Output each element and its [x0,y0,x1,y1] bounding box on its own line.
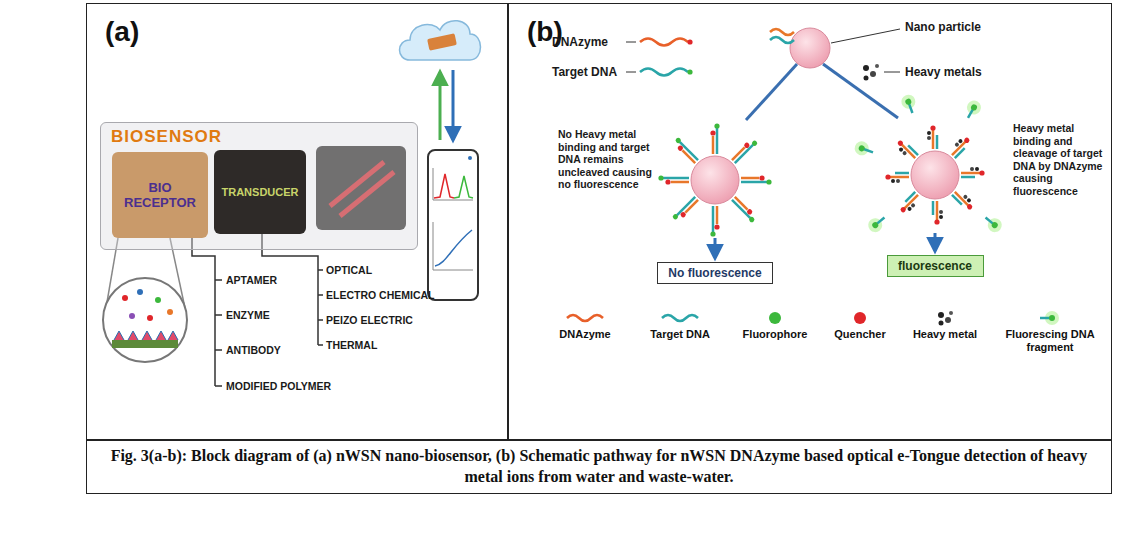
analyte-symbol [137,289,143,295]
leader-line [626,42,636,43]
legend-text: DNAzyme [559,328,610,341]
analyte-symbol [122,295,128,301]
receptor-type: APTAMER [226,274,277,287]
target-dna-strand [640,69,688,76]
legend-swatch [769,312,781,324]
pathway-note: No Heavy metal binding and target DNA re… [558,128,653,191]
free-target-dna [770,37,794,43]
part-label: Target DNA [552,65,617,79]
receptor-array [114,331,178,340]
legend-sample-slot [935,308,955,328]
result-box: fluorescence [887,255,984,277]
legend-text: Fluorophore [743,328,808,341]
bracket-branch [318,270,323,345]
legend-swatch [854,312,866,324]
receptor-type: ANTIBODY [226,344,281,357]
legend-text: Heavy metal [913,328,977,341]
nanoparticle [790,28,830,68]
legend-sample-slot [1040,308,1060,328]
figure-panel: (a) BIOSENSOR BIO RECEPTOR TRANSDUCER [86,3,508,440]
transducer-type: THERMAL [326,339,377,352]
receptor-type: ENZYME [226,309,270,322]
analyte-symbol [155,297,161,303]
transducer-type: ELECTRO CHEMICAL [326,289,435,302]
graph-axes [433,222,473,270]
cloud-data-icon [427,33,457,51]
legend-fragment-sample [1040,311,1059,325]
legend-heavy-metal-sample [938,311,953,326]
graph-peak [434,174,454,198]
leader-line [626,72,636,73]
part-label: Nano particle [905,20,981,34]
legend-item: Fluorophore [729,308,821,341]
leader-line [884,72,900,73]
free-dnazyme [770,29,794,35]
legend-item: Target DNA [634,308,726,341]
legend-sample-slot [765,308,785,328]
bioreceptor-block: BIO RECEPTOR [112,152,208,238]
download-arrow [452,70,455,140]
result-arrow [714,238,717,258]
legend-item: Fluorescing DNA fragment [1004,308,1096,354]
node-text: TRANSDUCER [222,186,299,198]
quencher-dot [687,39,692,44]
legend-item: Quencher [814,308,906,341]
cloud-icon [400,21,481,60]
analyte-symbol [147,315,153,321]
bracket-branch [215,280,222,386]
device-housing: BIOSENSOR BIO RECEPTOR TRANSDUCER [100,122,418,250]
phone-camera [468,156,472,160]
node-text: No fluorescence [668,266,761,280]
result-box: No fluorescence [657,262,773,284]
part-label: Heavy metals [905,65,982,79]
leader-line [831,29,900,43]
cleaved-cluster [853,93,1005,235]
legend-text: Fluorescing DNA fragment [1004,328,1096,354]
transducer-type: PEIZO ELECTRIC [326,314,413,327]
legend-text: Quencher [834,328,885,341]
sensor-surface [112,340,178,348]
transducer-block: TRANSDUCER [214,150,306,234]
graph-curve [435,230,472,266]
phone-body [428,150,478,300]
bracket-tree [192,238,215,386]
transducer-type: OPTICAL [326,264,372,277]
node-text: BIO RECEPTOR [116,180,204,210]
legend-target-sample [662,315,698,321]
magnifier [103,278,187,362]
pathway-note: Heavy metal binding and cleavage of targ… [1013,122,1105,198]
legend-item: Heavy metal [899,308,991,341]
legend-sample-slot [575,308,595,328]
legend-dnazyme-sample [567,315,603,321]
analyte-symbol [129,313,135,319]
node-text: BIOSENSOR [111,127,222,147]
node-text: (a) [105,16,139,48]
receptor-type: MODIFIED POLYMER [226,380,331,393]
bracket-tree [262,234,318,345]
probe-cluster [658,123,771,236]
upload-arrow [439,72,442,140]
graph-peak [454,176,473,198]
dnazyme-strand [640,39,688,46]
legend-text: Target DNA [650,328,710,341]
fluorophore-dot [687,69,692,74]
pathway-line [746,64,797,120]
legend-sample-slot [670,308,690,328]
node-text: fluorescence [898,259,972,273]
heavy-metal-ions [863,64,879,81]
part-label: DNAzyme [552,35,608,49]
legend-sample-slot [850,308,870,328]
figure-caption: Fig. 3(a-b): Block diagram of (a) nWSN n… [86,440,1112,494]
analyte-symbol [167,309,173,315]
result-arrow [934,233,937,251]
pathway-line [823,64,898,118]
graph-axes [433,168,473,200]
legend-item: DNAzyme [539,308,631,341]
